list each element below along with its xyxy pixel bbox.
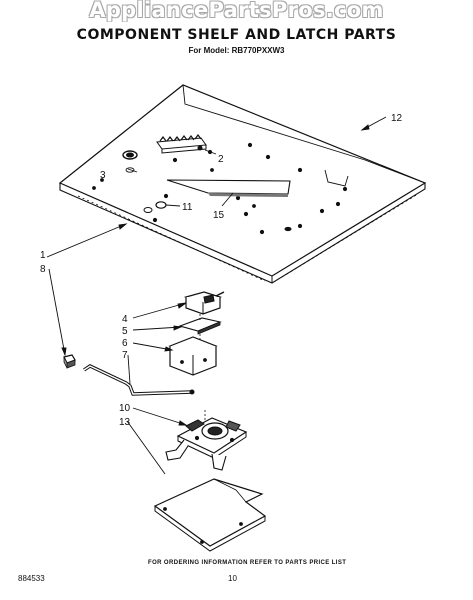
callout-3: 3 bbox=[100, 170, 106, 181]
callout-2: 2 bbox=[218, 154, 224, 165]
spacer-plate-part-5 bbox=[178, 314, 222, 335]
document-code: 884533 bbox=[18, 574, 45, 583]
callout-numbers: 12 2 3 11 15 1 8 4 5 6 7 10 13 bbox=[40, 113, 403, 428]
clip-part-8 bbox=[63, 354, 76, 369]
latch-plate-part-11 bbox=[153, 478, 267, 552]
callout-5: 5 bbox=[122, 326, 128, 337]
callout-8: 8 bbox=[40, 264, 46, 275]
callout-1: 1 bbox=[40, 250, 46, 261]
switch-part-4 bbox=[183, 291, 225, 315]
grommet-part-3 bbox=[122, 150, 138, 173]
callout-11: 13 bbox=[119, 417, 131, 428]
latch-rod-part-7 bbox=[83, 364, 195, 396]
callout-10: 10 bbox=[119, 403, 131, 414]
callout-13: 12 bbox=[391, 113, 403, 124]
insulation-strip-part-15 bbox=[166, 179, 291, 197]
terminal-block-part-2 bbox=[156, 134, 207, 154]
page-title: COMPONENT SHELF AND LATCH PARTS bbox=[76, 27, 397, 43]
housing-part-6 bbox=[168, 334, 218, 376]
latch-mechanism-part-10 bbox=[165, 410, 248, 471]
callout-6: 6 bbox=[122, 338, 128, 349]
callout-7: 7 bbox=[122, 350, 128, 361]
watermark: AppliancePartsPros.com bbox=[89, 0, 384, 22]
ordering-note: FOR ORDERING INFORMATION REFER TO PARTS … bbox=[148, 560, 347, 566]
model-label: For Model: RB770PXXW3 bbox=[188, 46, 285, 55]
leader-lines bbox=[46, 116, 387, 475]
callout-12: 11 bbox=[182, 202, 193, 213]
callout-4: 4 bbox=[122, 314, 128, 325]
callout-15: 15 bbox=[213, 210, 225, 221]
page-number: 10 bbox=[228, 574, 237, 583]
